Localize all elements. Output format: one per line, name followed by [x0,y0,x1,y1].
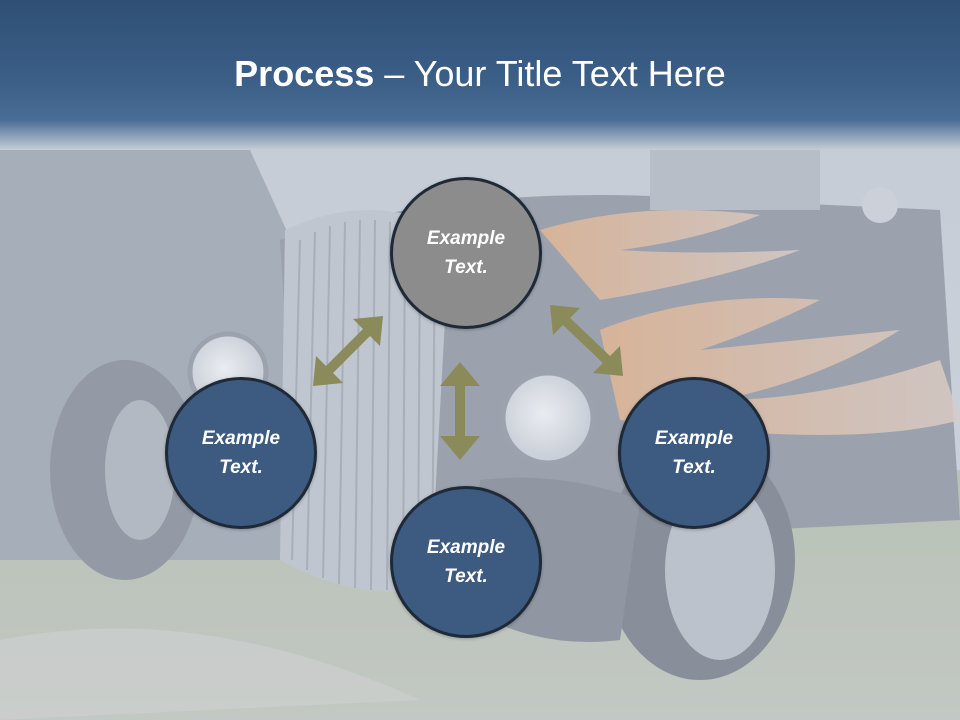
title-bold-text: Process [234,53,375,94]
process-step-right-label: Example Text. [654,428,734,478]
process-step-top-label: Example Text. [426,228,506,278]
process-step-right[interactable]: Example Text. [618,377,770,529]
process-step-left[interactable]: Example Text. [165,377,317,529]
process-step-bottom[interactable]: Example Text. [390,486,542,638]
title-band [0,0,960,150]
process-step-left-label: Example Text. [201,428,281,478]
process-step-top[interactable]: Example Text. [390,177,542,329]
title-text: – Your Title Text Here [374,53,726,94]
slide-title: Process – Your Title Text Here [0,52,960,96]
process-step-bottom-label: Example Text. [426,537,506,587]
